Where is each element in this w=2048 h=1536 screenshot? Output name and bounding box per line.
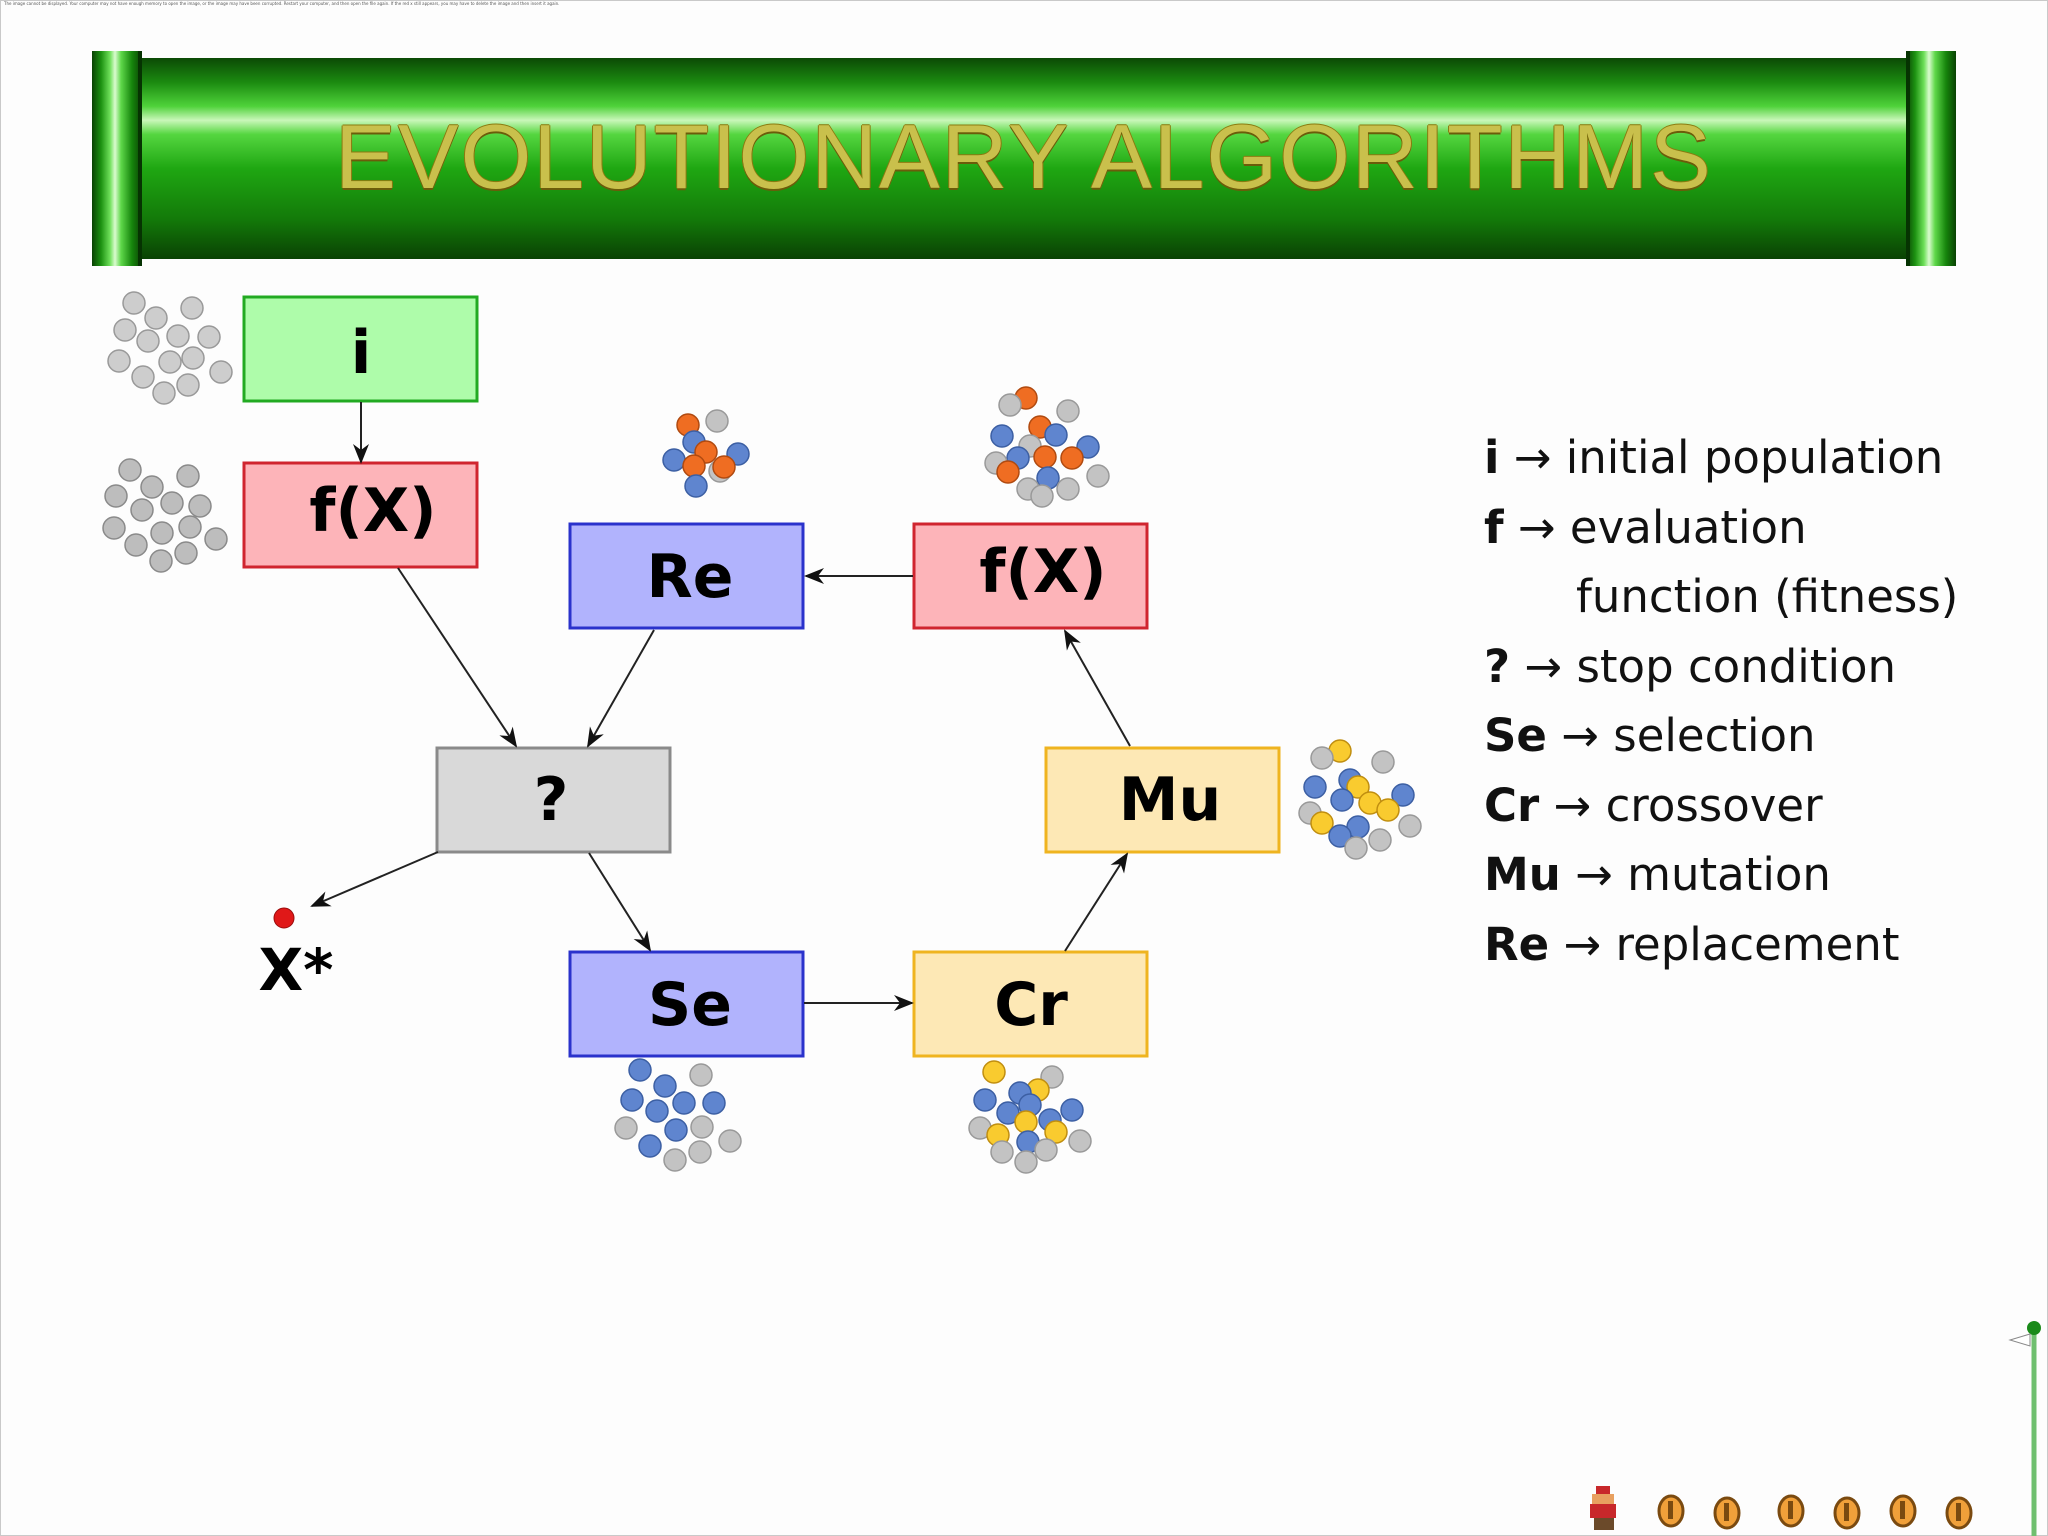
- legend-item-cr: Cr → crossover: [1484, 779, 1823, 832]
- legend-item-f: f → evaluation: [1484, 501, 1807, 554]
- node-label-init: i: [351, 318, 372, 388]
- arrow-stop-to-result: [310, 851, 439, 907]
- node-stop-condition: ?: [435, 746, 672, 854]
- arrow-replace-to-stop: [587, 629, 655, 748]
- node-crossover: Cr: [912, 950, 1149, 1058]
- coin-icon: [1833, 1496, 1861, 1530]
- flagpole-icon: [2008, 1321, 2041, 1536]
- coin-row: [1657, 1494, 1973, 1530]
- broken-image-note: The image cannot be displayed. Your comp…: [4, 1, 560, 6]
- node-label-mutate: Mu: [1119, 765, 1221, 835]
- coin-icon: [1945, 1496, 1973, 1530]
- legend-item-mu: Mu → mutation: [1484, 848, 1831, 901]
- best-solution-dot: [273, 907, 295, 929]
- page-title: EVOLUTIONARY ALGORITHMS: [335, 107, 1713, 208]
- node-label-select: Se: [648, 970, 732, 1040]
- node-initial-population: i: [242, 295, 479, 403]
- population-initial: [107, 291, 233, 405]
- banner-pipe-right-cap: [1906, 51, 1956, 266]
- population-mutation: [1298, 739, 1422, 860]
- legend-item-re: Re → replacement: [1484, 918, 1900, 971]
- arrow-eval-to-stop: [397, 567, 518, 748]
- node-mutation: Mu: [1044, 746, 1281, 854]
- node-label-replace: Re: [647, 542, 734, 612]
- population-crossover: [968, 1060, 1092, 1174]
- arrow-stop-to-select: [588, 852, 652, 952]
- title-banner: EVOLUTIONARY ALGORITHMS: [92, 51, 1956, 266]
- legend-item-f-continued: function (fitness): [1576, 570, 1959, 623]
- legend-item-se: Se → selection: [1484, 709, 1816, 762]
- coin-icon: [1777, 1494, 1805, 1528]
- banner-pipe: [92, 58, 1956, 259]
- node-evaluation-2: f(X): [912, 522, 1149, 630]
- coin-icon: [1657, 1494, 1685, 1528]
- population-replacement: [662, 409, 750, 498]
- arrow-cross-to-mutate: [1064, 852, 1129, 952]
- banner-pipe-left-cap: [92, 51, 142, 266]
- population-evaluated: [102, 458, 228, 573]
- population-reevaluated: [984, 386, 1110, 508]
- mario-sprite-icon: [1590, 1486, 1616, 1530]
- node-label-stop: ?: [534, 765, 569, 835]
- population-selection: [614, 1058, 742, 1172]
- node-selection: Se: [568, 950, 805, 1058]
- coin-icon: [1889, 1494, 1917, 1528]
- coin-icon: [1713, 1496, 1741, 1530]
- node-label-cross: Cr: [994, 970, 1068, 1040]
- flow-arrows: [310, 402, 1131, 1011]
- node-label-eval2: f(X): [979, 537, 1106, 607]
- node-replacement: Re: [568, 522, 805, 630]
- legend-item-stop: ? → stop condition: [1484, 640, 1897, 693]
- node-evaluation-1: f(X): [242, 461, 479, 569]
- arrow-mutate-to-eval2: [1064, 629, 1131, 747]
- node-label-eval1: f(X): [309, 476, 436, 546]
- result-label: X*: [258, 936, 333, 1004]
- legend-item-i: i → initial population: [1484, 431, 1944, 484]
